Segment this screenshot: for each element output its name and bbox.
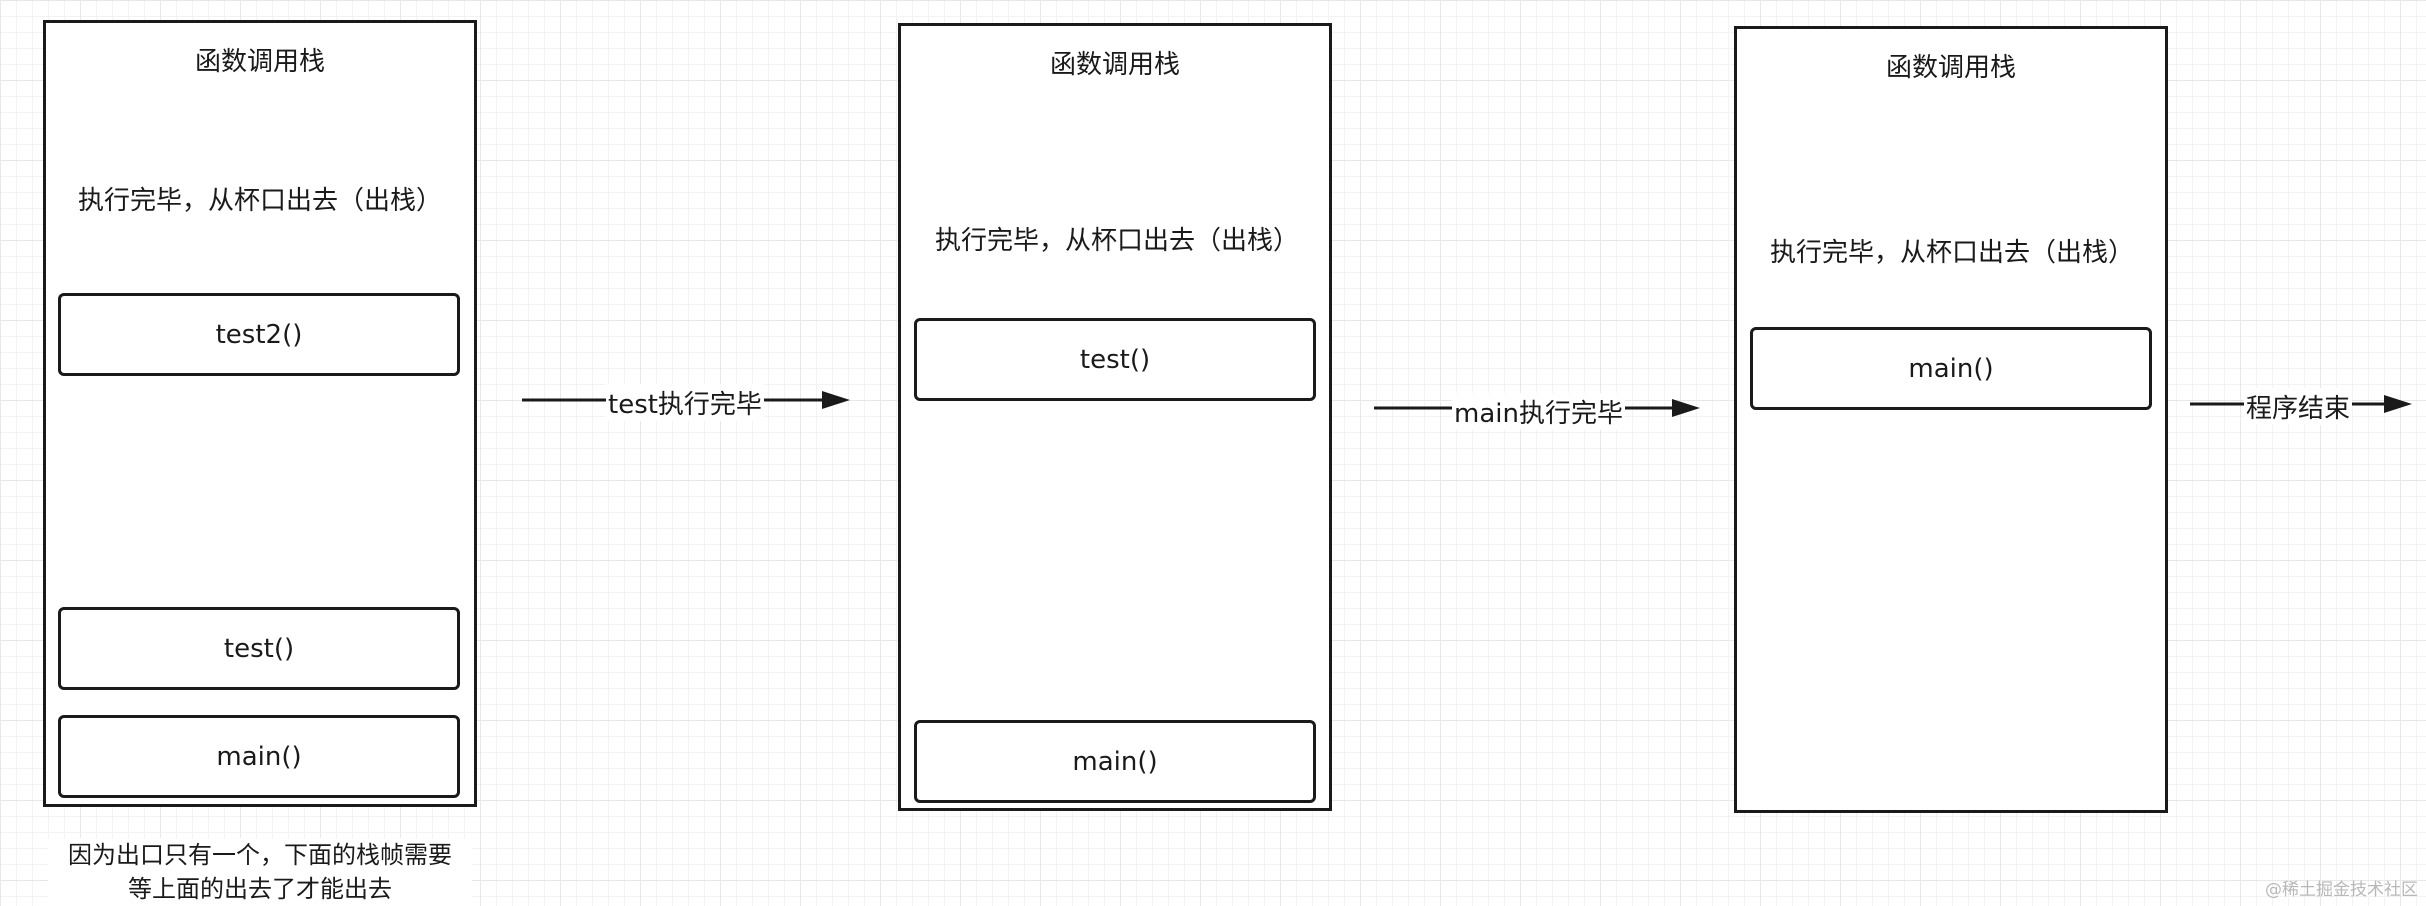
transition-label-test-done: test执行完毕 — [606, 384, 764, 421]
stack-title: 函数调用栈 — [1049, 50, 1180, 80]
transition-arrowhead-2 — [1672, 399, 1700, 417]
stack-frame-test: test() — [914, 318, 1316, 401]
watermark: @稀土掘金技术社区 — [2265, 880, 2418, 900]
stack-frame-main: main() — [914, 720, 1316, 803]
stack-frame-main: main() — [1750, 327, 2152, 410]
stack-title: 函数调用栈 — [1885, 53, 2016, 83]
exit-label: 执行完毕，从杯口出去（出栈） — [1768, 232, 2136, 269]
transition-arrowhead-1 — [822, 391, 850, 409]
stack-title: 函数调用栈 — [194, 47, 325, 77]
exit-label: 执行完毕，从杯口出去（出栈） — [933, 220, 1301, 257]
note-line-1: 因为出口只有一个，下面的栈帧需要 — [68, 841, 452, 869]
stack-frame-main: main() — [58, 715, 460, 798]
transition-label-program-end: 程序结束 — [2244, 388, 2353, 425]
call-stack-2: 函数调用栈 — [898, 23, 1332, 811]
stack-frame-test2: test2() — [58, 293, 460, 376]
note-line-2: 等上面的出去了才能出去 — [128, 875, 392, 903]
exit-label: 执行完毕，从杯口出去（出栈） — [76, 180, 442, 217]
stack-explanation-note: 因为出口只有一个，下面的栈帧需要 等上面的出去了才能出去 — [48, 838, 472, 906]
transition-arrowhead-3 — [2384, 395, 2412, 413]
transition-label-main-done: main执行完毕 — [1452, 393, 1625, 430]
call-stack-3: 函数调用栈 — [1734, 26, 2168, 813]
stack-frame-test: test() — [58, 607, 460, 690]
